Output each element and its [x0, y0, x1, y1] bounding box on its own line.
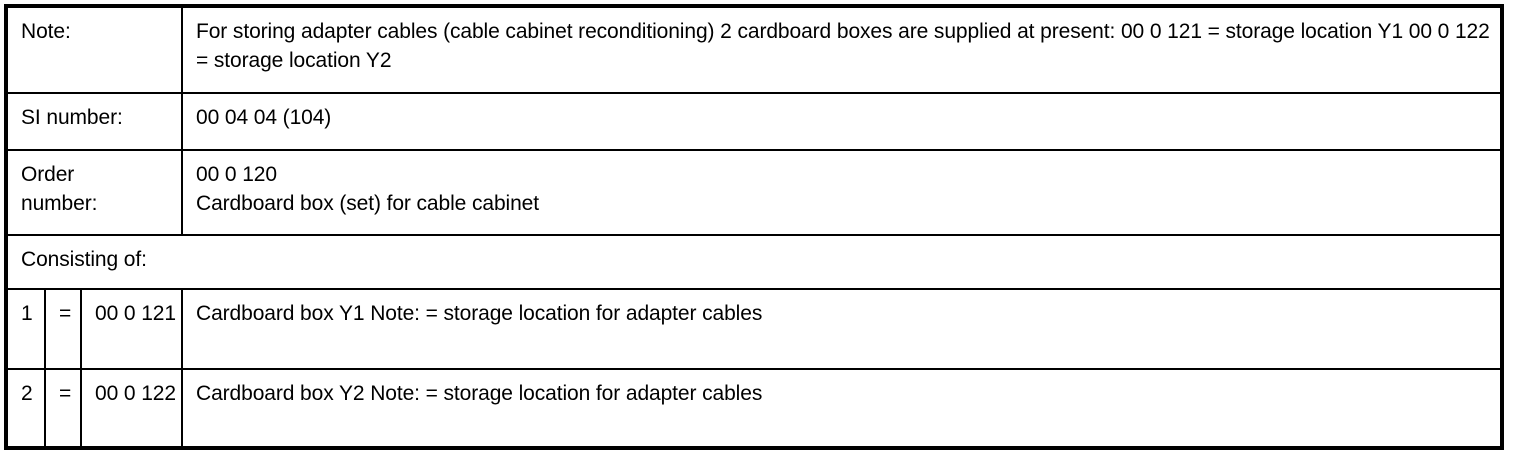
table-row-si-number: SI number: 00 04 04 (104) — [8, 94, 1500, 151]
row-label-order-number: Order number: — [8, 151, 183, 234]
table-row-item: 2 = 00 0 122 Cardboard box Y2 Note: = st… — [8, 370, 1500, 450]
item-description: Cardboard box Y1 Note: = storage locatio… — [196, 302, 763, 325]
order-number-description: Cardboard box (set) for cable cabinet — [196, 192, 539, 215]
row-label-order-number-text: Order number: — [21, 163, 98, 215]
row-value-order-number: 00 0 120 Cardboard box (set) for cable c… — [183, 151, 1500, 234]
item-index: 1 — [8, 290, 46, 368]
row-label-note: Note: — [8, 8, 183, 92]
specification-table: Note: For storing adapter cables (cable … — [4, 4, 1504, 450]
table-row-order-number: Order number: 00 0 120 Cardboard box (se… — [8, 151, 1500, 236]
item-part-number: 00 0 122 — [82, 370, 183, 450]
item-index: 2 — [8, 370, 46, 450]
section-heading-consisting-of: Consisting of: — [21, 248, 147, 271]
table-row-item: 1 = 00 0 121 Cardboard box Y1 Note: = st… — [8, 290, 1500, 370]
item-description: Cardboard box Y2 Note: = storage locatio… — [196, 382, 763, 405]
table-row-note: Note: For storing adapter cables (cable … — [8, 8, 1500, 94]
item-part-number: 00 0 121 — [82, 290, 183, 368]
row-value-si-number: 00 04 04 (104) — [196, 106, 332, 129]
item-equals-sign: = — [46, 370, 82, 450]
order-number-code: 00 0 120 — [196, 163, 277, 186]
row-label-si-number: SI number: — [8, 94, 183, 149]
item-equals-sign: = — [46, 290, 82, 368]
row-value-note: For storing adapter cables (cable cabine… — [196, 20, 1490, 72]
table-row-consisting-of: Consisting of: — [8, 236, 1500, 290]
